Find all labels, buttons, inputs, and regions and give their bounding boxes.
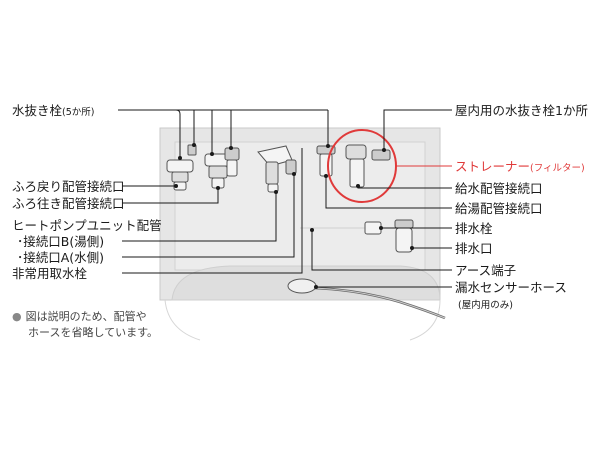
label-emergency-tap: 非常用取水栓 — [12, 266, 88, 281]
label-leak-sensor-hose: 漏水センサーホース — [455, 280, 567, 295]
right-fitting-cluster — [316, 144, 414, 253]
label-port-b: ･接続口B(湯側) — [17, 234, 105, 249]
label-strainer: ストレーナー(フィルター) — [455, 159, 585, 174]
label-port-a: ･接続口A(水側) — [17, 250, 105, 265]
label-bath-return-port: ふろ戻り配管接続口 — [12, 179, 125, 194]
label-drain-tap: 排水栓 — [455, 221, 493, 236]
leak-sensor-hose — [287, 278, 446, 320]
note-line-1: 図は説明のため、配管や — [25, 310, 147, 323]
left-fitting-cluster — [166, 144, 240, 191]
leader-dots — [174, 143, 414, 289]
label-earth-terminal: アース端子 — [455, 263, 517, 278]
diagram-note: ●図は説明のため、配管や ホースを省略しています。 — [12, 309, 158, 341]
leader-lines — [118, 109, 452, 288]
label-water-supply-port: 給水配管接続口 — [455, 181, 543, 196]
label-heat-pump-pipe: ヒートポンプユニット配管 — [12, 218, 162, 233]
note-line-2: ホースを省略しています。 — [28, 326, 159, 339]
label-drain-plug-5: 水抜き栓(5か所) — [12, 103, 95, 118]
label-hot-water-port: 給湯配管接続口 — [455, 201, 543, 216]
label-leak-sensor-hose-note: (屋内用のみ) — [458, 300, 513, 311]
bullet-icon: ● — [12, 310, 22, 323]
label-drain-outlet: 排水口 — [455, 241, 493, 256]
label-indoor-drain-plug: 屋内用の水抜き栓1か所 — [455, 103, 588, 118]
label-bath-out-port: ふろ往き配管接続口 — [12, 196, 125, 211]
heatpump-fittings — [257, 145, 297, 193]
